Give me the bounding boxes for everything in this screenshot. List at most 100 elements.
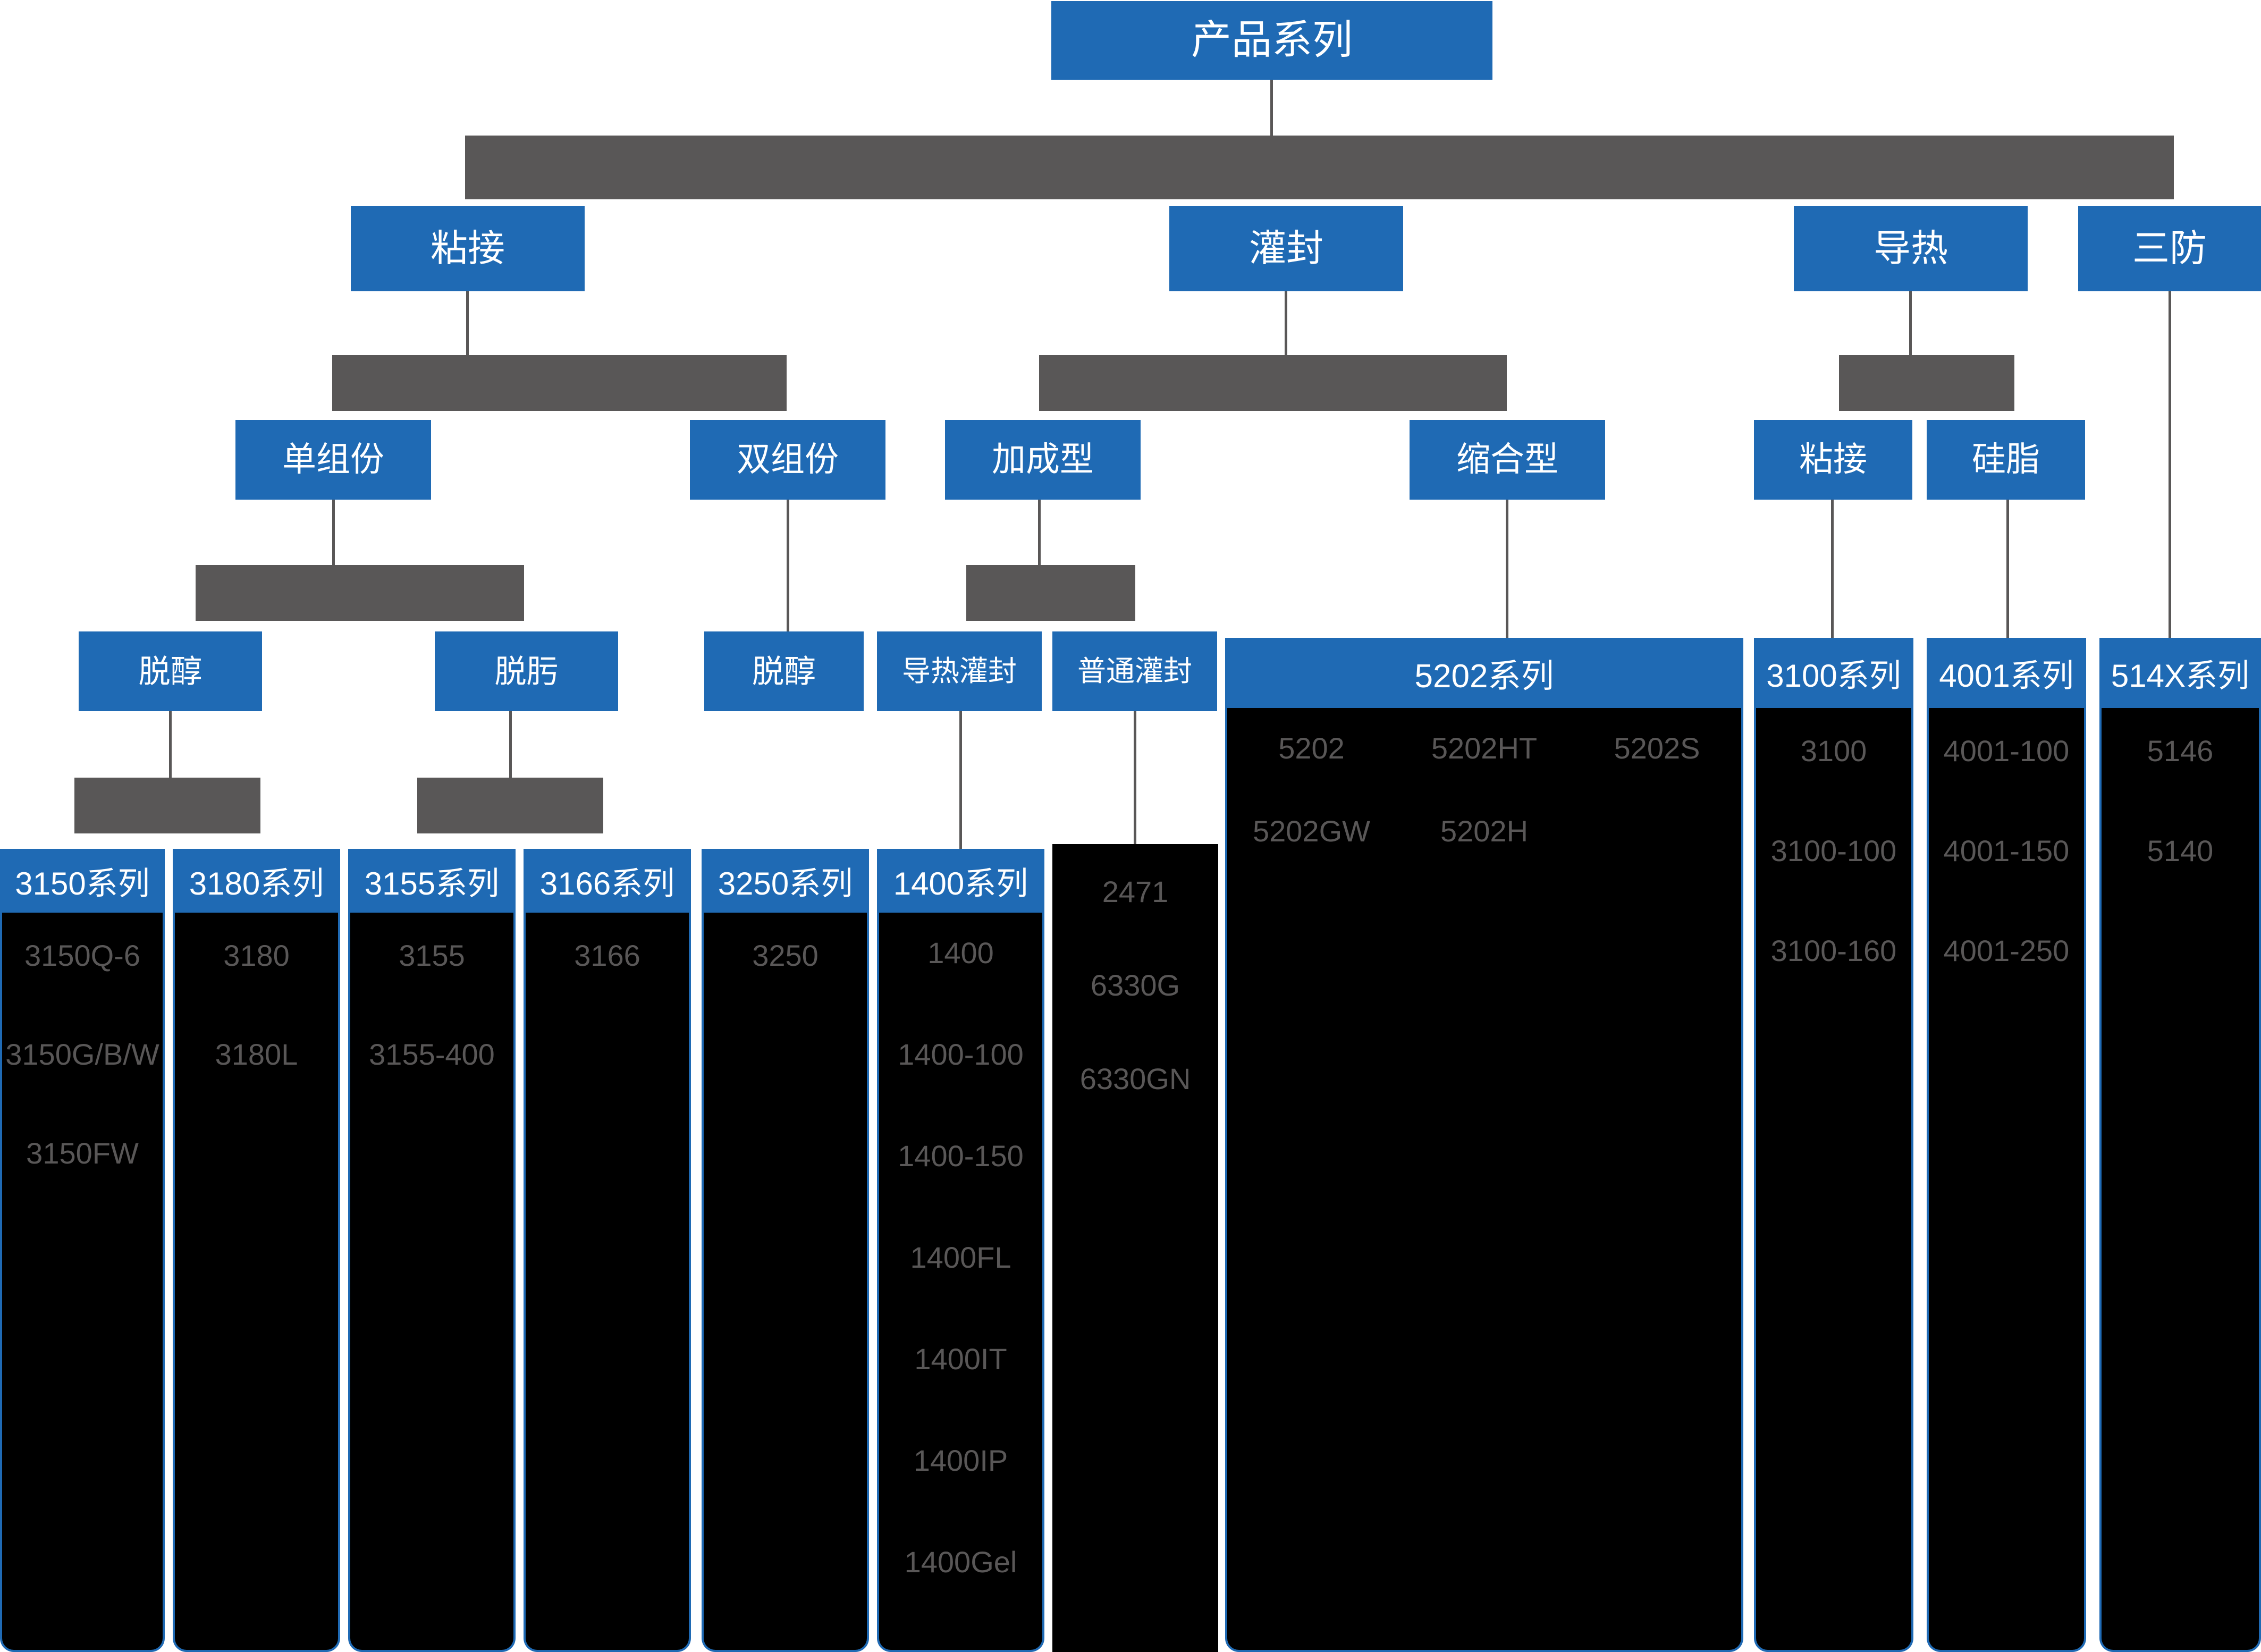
product-list-3150: 3150Q-6 3150G/B/W 3150FW xyxy=(0,941,165,1168)
product-list-514x: 5146 5140 xyxy=(2099,736,2261,866)
connector-bar-thermal-children xyxy=(1839,355,2014,411)
product-item[interactable]: 3250 xyxy=(752,939,819,972)
connector-bar-addition-children xyxy=(966,565,1135,621)
product-item[interactable]: 5146 xyxy=(2147,734,2214,768)
product-item[interactable]: 3166 xyxy=(574,939,640,972)
product-list-normal-potting: 2471 6330G 6330GN xyxy=(1052,877,1218,1094)
product-item[interactable]: 5202GW xyxy=(1253,814,1370,848)
product-list-3155: 3155 3155-400 xyxy=(348,941,516,1069)
connector-bar-dealcohol-single-children xyxy=(74,778,260,833)
node-level2-potting[interactable]: 灌封 xyxy=(1169,206,1403,291)
column-header-label: 1400系列 xyxy=(893,865,1028,901)
product-column-3150 xyxy=(0,849,165,1652)
node-level3-addition-type[interactable]: 加成型 xyxy=(945,420,1141,500)
connector-dual-component-stem xyxy=(787,500,789,648)
column-header-label: 5202系列 xyxy=(1414,658,1554,695)
column-header-label: 4001系列 xyxy=(1939,658,2074,694)
product-item[interactable]: 4001-100 xyxy=(1943,734,2070,768)
node-level4-dealcohol-dual[interactable]: 脱醇 xyxy=(704,631,864,711)
product-column-header-3100[interactable]: 3100系列 xyxy=(1754,638,1913,708)
node-level2-thermal[interactable]: 导热 xyxy=(1794,206,2028,291)
product-item[interactable]: 3150FW xyxy=(26,1136,139,1170)
product-item[interactable]: 3150Q-6 xyxy=(24,939,140,972)
product-column-5202 xyxy=(1225,638,1743,1652)
product-item[interactable]: 5202HT xyxy=(1431,731,1538,765)
connector-normal-potting-stem xyxy=(1134,711,1136,844)
product-item[interactable]: 3155 xyxy=(399,939,465,972)
product-item[interactable]: 5202H xyxy=(1440,814,1529,848)
product-item[interactable]: 3100 xyxy=(1800,734,1867,768)
product-item[interactable]: 4001-250 xyxy=(1943,934,2070,967)
product-column-header-3155[interactable]: 3155系列 xyxy=(348,849,516,913)
product-column-3250 xyxy=(702,849,869,1652)
node-level3-condensation-type[interactable]: 缩合型 xyxy=(1410,420,1605,500)
product-column-header-3180[interactable]: 3180系列 xyxy=(173,849,340,913)
node-level3-single-component[interactable]: 单组份 xyxy=(235,420,431,500)
product-item[interactable]: 3100-100 xyxy=(1770,834,1897,867)
connector-single-component-stem xyxy=(332,500,335,566)
product-item[interactable]: 3180 xyxy=(223,939,290,972)
product-item[interactable]: 2471 xyxy=(1102,875,1169,908)
product-item[interactable]: 6330GN xyxy=(1079,1062,1191,1095)
product-column-4001 xyxy=(1927,638,2086,1652)
product-item[interactable]: 1400 xyxy=(927,936,994,970)
product-column-header-3250[interactable]: 3250系列 xyxy=(702,849,869,913)
product-column-3100 xyxy=(1754,638,1913,1652)
product-column-header-514x[interactable]: 514X系列 xyxy=(2099,638,2261,708)
node-level4-deoxime[interactable]: 脱肟 xyxy=(435,631,618,711)
product-column-header-4001[interactable]: 4001系列 xyxy=(1927,638,2086,708)
product-item[interactable]: 1400IT xyxy=(914,1342,1007,1376)
product-list-4001: 4001-100 4001-150 4001-250 xyxy=(1927,736,2086,966)
product-item[interactable]: 1400-100 xyxy=(898,1038,1024,1071)
product-item[interactable]: 4001-150 xyxy=(1943,834,2070,867)
product-list-3180: 3180 3180L xyxy=(173,941,340,1069)
connector-bar-bonding-children xyxy=(332,355,787,411)
column-header-label: 514X系列 xyxy=(2111,658,2250,694)
node-level2-bonding[interactable]: 粘接 xyxy=(351,206,585,291)
column-header-label: 3150系列 xyxy=(15,865,150,901)
product-column-header-3166[interactable]: 3166系列 xyxy=(524,849,691,913)
connector-addition-type-stem xyxy=(1038,500,1041,569)
product-list-3166: 3166 xyxy=(524,941,691,971)
node-label: 双组份 xyxy=(737,440,839,479)
node-level4-normal-potting[interactable]: 普通灌封 xyxy=(1052,631,1217,711)
product-item[interactable]: 3100-160 xyxy=(1770,934,1897,967)
connector-thermal-stem xyxy=(1909,291,1912,355)
product-item[interactable]: 3150G/B/W xyxy=(5,1038,159,1071)
connector-potting-stem xyxy=(1285,291,1287,355)
product-column-header-5202[interactable]: 5202系列 xyxy=(1225,638,1743,708)
product-item[interactable]: 1400FL xyxy=(910,1241,1011,1274)
node-label: 普通灌封 xyxy=(1077,655,1192,687)
connector-bonding-stem xyxy=(466,291,469,355)
product-item[interactable]: 5202 xyxy=(1278,731,1345,765)
connector-bar-level2 xyxy=(465,136,2174,199)
product-column-normal-potting xyxy=(1052,844,1218,1652)
product-column-header-3150[interactable]: 3150系列 xyxy=(0,849,165,913)
node-label: 脱醇 xyxy=(138,653,203,689)
product-item[interactable]: 1400IP xyxy=(913,1444,1008,1477)
product-item[interactable]: 3180L xyxy=(215,1038,298,1071)
product-item[interactable]: 5202S xyxy=(1614,731,1700,765)
node-label: 灌封 xyxy=(1249,227,1323,269)
product-item[interactable]: 6330G xyxy=(1090,968,1180,1002)
product-item[interactable]: 1400-150 xyxy=(898,1139,1024,1173)
node-level3-thermal-bonding[interactable]: 粘接 xyxy=(1754,420,1912,500)
node-label: 脱醇 xyxy=(752,653,816,689)
product-column-514x xyxy=(2099,638,2261,1652)
node-level3-silicone-grease[interactable]: 硅脂 xyxy=(1927,420,2085,500)
product-item[interactable]: 5140 xyxy=(2147,834,2214,867)
product-item[interactable]: 1400Gel xyxy=(904,1545,1017,1579)
node-root-product-series[interactable]: 产品系列 xyxy=(1051,1,1492,80)
node-label: 产品系列 xyxy=(1191,18,1353,63)
product-column-header-1400[interactable]: 1400系列 xyxy=(877,849,1044,913)
product-item[interactable] xyxy=(1571,816,1743,846)
node-level4-thermal-potting[interactable]: 导热灌封 xyxy=(877,631,1042,711)
node-label: 三防 xyxy=(2132,227,2207,269)
node-level4-dealcohol-single[interactable]: 脱醇 xyxy=(79,631,262,711)
node-level2-conformal[interactable]: 三防 xyxy=(2078,206,2261,291)
node-level3-dual-component[interactable]: 双组份 xyxy=(690,420,885,500)
connector-dealcohol-single-stem xyxy=(169,711,172,778)
column-header-label: 3166系列 xyxy=(539,865,675,901)
product-item[interactable]: 3155-400 xyxy=(369,1038,495,1071)
